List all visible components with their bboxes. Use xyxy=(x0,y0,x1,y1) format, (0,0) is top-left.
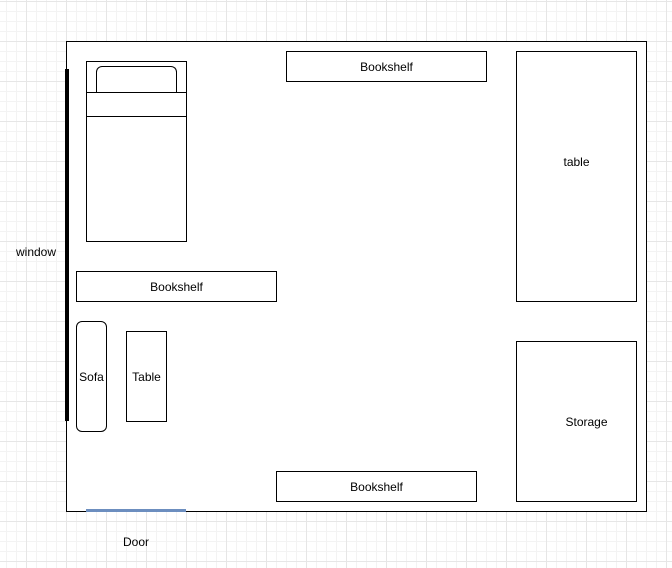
bookshelf-left-label: Bookshelf xyxy=(150,279,203,294)
bed-blanket-top-edge xyxy=(87,92,186,93)
table-small[interactable]: Table xyxy=(126,331,167,422)
table-right[interactable]: table xyxy=(516,51,637,302)
bed-pillow xyxy=(96,66,177,92)
window-label: window xyxy=(16,245,57,259)
window-wall-segment xyxy=(65,69,69,421)
door-label: Door xyxy=(123,535,150,549)
table-right-label: table xyxy=(563,155,590,169)
bed[interactable] xyxy=(86,61,187,242)
door-segment xyxy=(86,509,186,512)
sofa[interactable]: Sofa xyxy=(76,321,107,432)
storage-label: Storage xyxy=(565,414,608,429)
bookshelf-top[interactable]: Bookshelf xyxy=(286,51,487,82)
table-small-label: Table xyxy=(132,369,161,384)
sofa-label: Sofa xyxy=(79,369,104,384)
bookshelf-bottom-label: Bookshelf xyxy=(350,479,403,494)
bed-blanket-fold xyxy=(87,116,186,117)
bookshelf-bottom[interactable]: Bookshelf xyxy=(276,471,477,502)
bookshelf-top-label: Bookshelf xyxy=(360,59,413,74)
storage[interactable]: Storage xyxy=(516,341,637,502)
bookshelf-left[interactable]: Bookshelf xyxy=(76,271,277,302)
